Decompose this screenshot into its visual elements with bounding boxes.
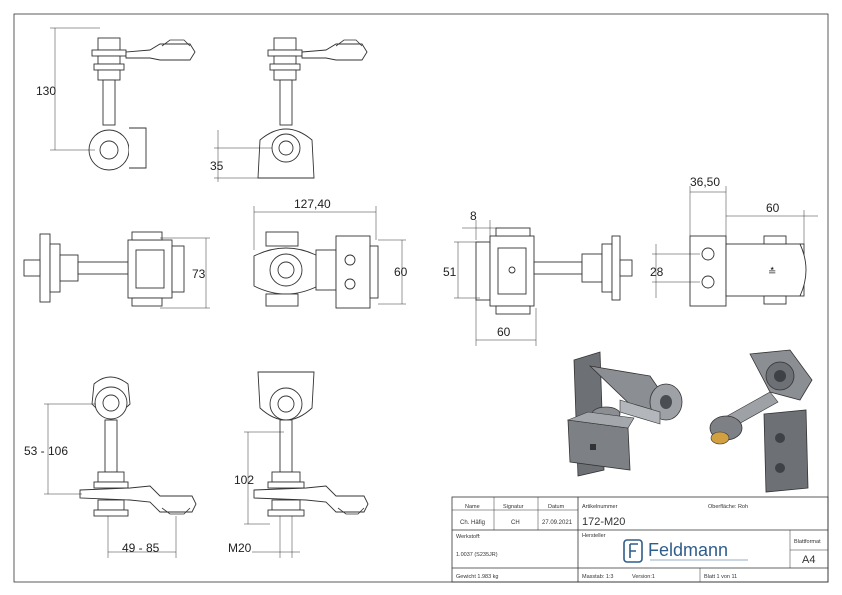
tb-name: Ch. Häfig: [460, 520, 485, 526]
dim-73: 73: [192, 267, 206, 281]
tb-header-artikelnummer: Artikelnummer: [582, 504, 618, 510]
view-top-middle-left: [23, 231, 210, 309]
dim-60-right: 60: [766, 201, 780, 215]
sheet-border: [13, 13, 829, 583]
tb-header-werkstoff: Werkstoff:: [456, 534, 481, 540]
view-front-bottom-middle: [244, 371, 369, 558]
view-side-bottom-left: [44, 376, 197, 558]
view-front-middle-centre: [253, 206, 406, 309]
dim-130: 130: [36, 84, 56, 98]
dim-60-lower: 60: [497, 325, 511, 339]
dim-36-50: 36,50: [690, 175, 720, 189]
dim-8: 8: [470, 209, 477, 223]
view-top-middle-right: [454, 220, 633, 346]
tb-header-datum: Datum: [548, 504, 565, 510]
tb-header-name: Name: [465, 504, 480, 510]
tb-signatur: CH: [511, 520, 520, 526]
tb-gewicht: Gewicht 1.983 kg: [456, 574, 499, 580]
dim-35: 35: [210, 159, 224, 173]
tb-werkstoff: 1.0037 (S235JR): [456, 552, 498, 558]
dim-127-40: 127,40: [294, 197, 331, 211]
feldmann-logo-icon: [623, 539, 643, 563]
dim-M20: M20: [228, 541, 252, 555]
view-side-top-left: [50, 27, 196, 171]
svg-text:≛: ≛: [768, 266, 776, 278]
tb-massstab: Masstab: 1:3: [582, 574, 614, 580]
tb-version: Version:1: [632, 574, 655, 580]
dim-60-middle: 60: [394, 265, 408, 279]
dim-51: 51: [443, 265, 457, 279]
view-front-top-middle: [214, 37, 368, 182]
tb-header-oberflaeche: Oberfläche: Roh: [708, 504, 748, 510]
tb-header-blattformat: Blattformat: [794, 539, 821, 545]
tb-blattformat: A4: [802, 554, 815, 566]
dim-49-85: 49 - 85: [122, 541, 160, 555]
view-end-right: ≛: [652, 186, 818, 307]
tb-header-signatur: Signatur: [503, 504, 524, 510]
dim-53-106: 53 - 106: [24, 444, 68, 458]
tb-header-hersteller: Hersteller: [582, 533, 606, 539]
tb-artikelnummer: 172-M20: [582, 516, 625, 528]
tb-blatt: Blatt 1 von 11: [704, 574, 737, 580]
dim-28: 28: [650, 265, 664, 279]
render-3d-back: [709, 349, 813, 493]
tb-hersteller-feldmann: Feldmann: [648, 540, 728, 560]
tb-datum: 27.09.2021: [542, 520, 573, 526]
title-block: [451, 496, 829, 583]
render-3d-front: [566, 351, 683, 477]
dim-102: 102: [234, 473, 254, 487]
